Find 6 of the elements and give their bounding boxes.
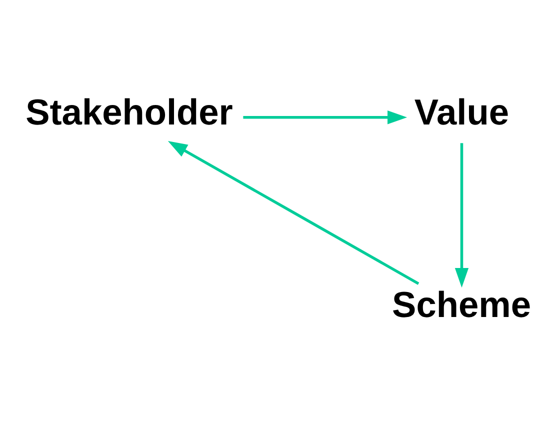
arrow (243, 110, 408, 124)
arrow (168, 141, 420, 285)
arrow (454, 143, 469, 288)
node-text: Value (414, 92, 509, 133)
node-text: Stakeholder (26, 92, 233, 133)
node-text: Scheme (392, 284, 531, 326)
